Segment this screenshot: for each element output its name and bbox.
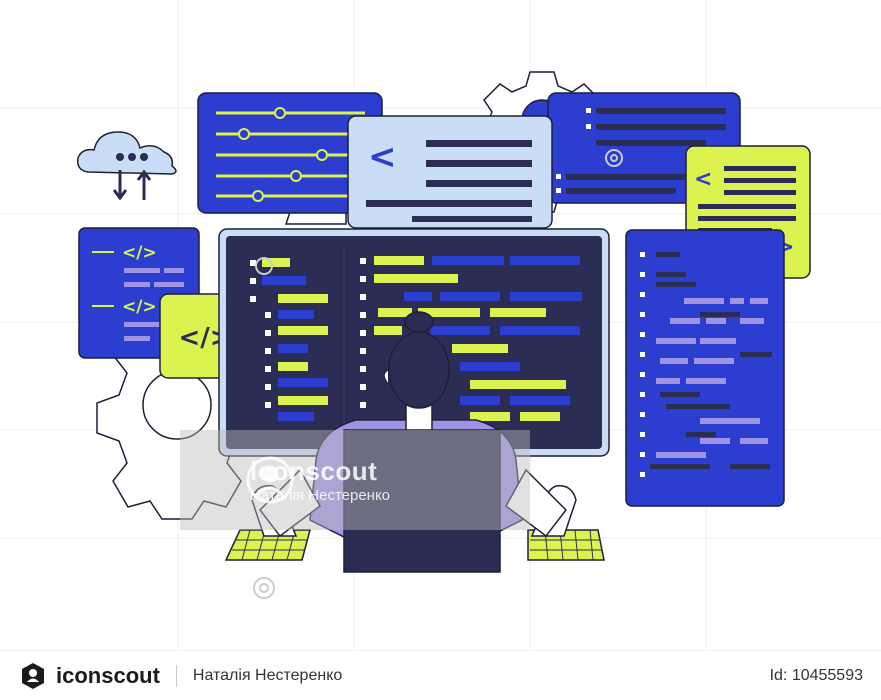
code-tag-icon: </> (122, 297, 157, 317)
center-watermark: iconscout Наталія Нестеренко (180, 430, 530, 530)
watermark-author: Наталія Нестеренко (250, 487, 391, 504)
chevron-left-icon: < (694, 167, 712, 192)
code-list-panel (625, 229, 785, 507)
footer-divider (175, 664, 177, 687)
cloud-sync-icon (76, 131, 177, 201)
illustration: < < > (0, 0, 881, 650)
watermark-brand: iconscout (250, 456, 378, 486)
programmer-person (251, 311, 577, 573)
chevron-left-icon: < (368, 137, 397, 177)
iconscout-logo-icon (22, 662, 44, 689)
chevron-document-card: < (347, 115, 553, 229)
settings-slider-panel (197, 92, 383, 214)
code-tag-icon: </> (122, 243, 157, 263)
search-icon (253, 149, 623, 599)
footer-brand: iconscout (56, 662, 160, 688)
watermark-logo-icon (246, 456, 294, 504)
footer-logo[interactable]: iconscout (18, 661, 160, 691)
footer-bar: iconscout Наталія Нестеренко Id: 1045559… (0, 650, 881, 700)
keyboard-left (224, 529, 311, 561)
watermark-overlay (180, 430, 530, 530)
footer-asset-id: Id: 10455593 (769, 666, 863, 684)
footer-author: Наталія Нестеренко (192, 666, 343, 684)
keyboard-right (527, 529, 605, 561)
